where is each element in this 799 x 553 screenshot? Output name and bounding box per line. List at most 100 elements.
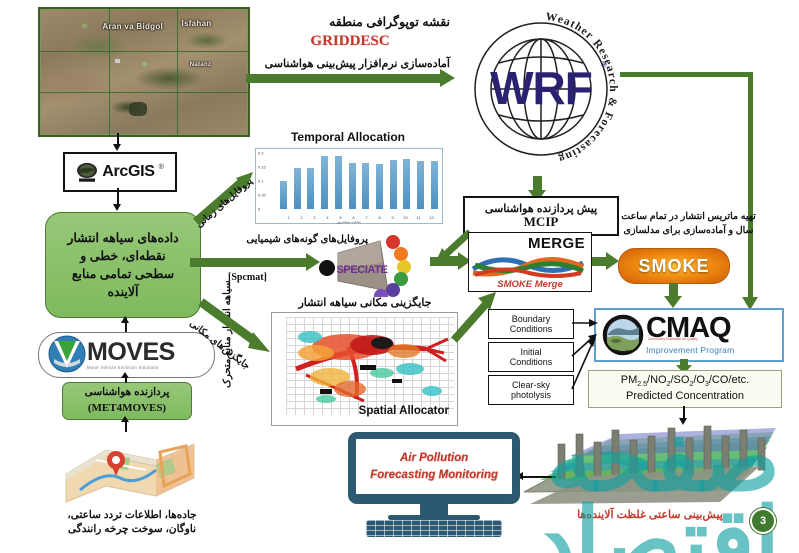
arrow-wrf-to-mcip: [533, 176, 542, 192]
chart-x-tick: 6: [352, 215, 355, 220]
arrow-conditions-to-cmaq: [570, 306, 600, 406]
cmaq-sub: Improvement Program: [646, 345, 735, 356]
map-place-label-0: Isfahan: [181, 19, 212, 29]
spcmat-label: [Spcmat]: [228, 272, 267, 283]
map-place-label-1: Aran va Bidgol: [102, 21, 164, 31]
cmaq-micro: Community Multiscale Air Quality: [648, 336, 698, 341]
boundary-conditions-line2: Conditions: [509, 324, 553, 334]
clearsky-photolysis-node[interactable]: Clear-sky photolysis: [488, 375, 574, 405]
chart-bar: [280, 181, 287, 209]
hourly-forecast-label: پیش‌بینی ساعتی غلظت آلاینده‌ها: [577, 509, 723, 521]
clearsky-line1: Clear-sky: [511, 379, 550, 390]
griddesc-title: نقشه توپوگرافی منطقه: [329, 15, 450, 29]
arrow-mapicon-to-met4moves-head: [121, 416, 129, 422]
chart-x-tick: 10: [403, 215, 408, 220]
cmaq-node[interactable]: CMAQ Community Multiscale Air Quality Im…: [594, 308, 784, 362]
arrow-moves-to-inventory-head: [121, 316, 129, 323]
chart-bar: [348, 162, 356, 209]
initial-conditions-line2: Conditions: [509, 357, 553, 367]
initial-conditions-line1: Initial: [520, 346, 542, 357]
moves-logo-icon: [48, 335, 86, 373]
pollutant-3d-visualization: [520, 418, 782, 518]
arrow-map-to-arcgis: [117, 133, 119, 146]
merge-node[interactable]: MERGE SMOKE Merge: [468, 232, 592, 292]
arrow-inventory-to-speciate-head: [306, 253, 320, 271]
chemical-species-profiles-label: پروفایل‌های گونه‌های شیمیایی: [246, 234, 368, 245]
predicted-line1: PM2.5/NO2/SO2/O3/CO/etc.: [620, 374, 750, 389]
spatial-allocation-label: جایگزینی مکانی سیاهه انتشار: [298, 297, 432, 309]
svg-text:WRF: WRF: [490, 62, 592, 114]
mcip-line1: پیش پردازنده هواشناسی: [484, 202, 598, 215]
chart-y-tick: 0.1: [258, 178, 264, 184]
mcip-node[interactable]: پیش پردازنده هواشناسی MCIP: [463, 196, 619, 236]
svg-text:SPECIATE: SPECIATE: [337, 264, 388, 276]
arrow-mapicon-to-met4moves: [125, 420, 127, 432]
globe-icon: [77, 162, 98, 182]
chart-title: Temporal Allocation: [290, 130, 405, 144]
chart-bar: [307, 168, 315, 209]
chart-bar: [430, 161, 438, 209]
topographic-satellite-map: Aran va Bidgol Isfahan Natanz: [38, 7, 250, 137]
boundary-conditions-line1: Boundary: [511, 313, 551, 324]
arrow-pm-to-viz: [683, 406, 685, 420]
chart-x-tick: 1: [287, 215, 290, 220]
chart-bar: [376, 164, 384, 209]
predicted-line2: Predicted Concentration: [625, 390, 744, 403]
chart-x-tick: 11: [416, 215, 421, 220]
chart-x-tick: 9: [391, 215, 394, 220]
road-data-label: جاده‌ها، اطلاعات تردد ساعتی، ناوگان، سوخ…: [67, 509, 197, 536]
clearsky-line2: photolysis: [510, 390, 552, 400]
arrow-viz-to-monitor: [522, 476, 556, 478]
spatial-allocator-node: Spatial Allocator: [271, 312, 458, 426]
smoke-label: SMOKE: [638, 255, 710, 276]
wrf-logo: Weather Research & Forecasting WRF ®: [455, 3, 627, 175]
monitor-screen: Air Pollution Forecasting Monitoring: [348, 432, 520, 504]
chart-bar: [362, 162, 370, 209]
merge-label: MERGE: [527, 235, 585, 252]
wrf-elbow-vertical: [748, 72, 753, 300]
emission-matrix-note: تهیه ماتریس انتشار در تمام ساعت سال و آم…: [621, 211, 756, 236]
arrow-met4moves-to-moves: [125, 377, 127, 383]
chart-x-tick: 3: [313, 215, 316, 220]
initial-conditions-node[interactable]: Initial Conditions: [488, 342, 574, 372]
arrow-map-to-wrf-head: [440, 69, 455, 87]
chart-x-tick: 7: [365, 215, 368, 220]
chart-x-tick: 12: [429, 215, 434, 220]
chart-bar: [293, 168, 301, 209]
arcgis-label: ArcGIS: [102, 163, 155, 181]
arrow-spatial-to-merge: [446, 288, 500, 346]
chart-bar: [334, 155, 342, 209]
arrow-merge-to-smoke-head: [606, 252, 619, 270]
monitor-line1: Air Pollution: [399, 452, 469, 464]
wrf-elbow-head: [742, 297, 758, 310]
cmaq-label: CMAQ: [646, 311, 732, 344]
arcgis-node[interactable]: ArcGIS ®: [63, 152, 177, 192]
speciate-node[interactable]: SPECIATE: [316, 235, 424, 303]
arrow-pm-to-viz-head: [679, 418, 687, 425]
monitor-node[interactable]: Air Pollution Forecasting Monitoring: [348, 432, 520, 538]
svg-text:®: ®: [601, 60, 607, 69]
chart-bar: [403, 158, 411, 209]
smoke-node[interactable]: SMOKE: [618, 248, 730, 284]
mcip-line2: MCIP: [523, 213, 559, 229]
chart-x-tick: 2: [300, 215, 303, 220]
road-map-icon: [60, 430, 200, 512]
chart-x-tick: 8: [378, 215, 381, 220]
emission-inventory-node[interactable]: داده‌های سیاهه انتشار نقطه‌ای، خطی و سطح…: [45, 212, 201, 318]
boundary-conditions-node[interactable]: Boundary Conditions: [488, 309, 574, 339]
monitor-line2: Forecasting Monitoring: [370, 469, 498, 481]
moves-sub: Motor Vehicle Emission Simulator: [87, 365, 159, 370]
chart-x-tick: 4: [326, 215, 329, 220]
monitor-stand-base: [388, 515, 480, 520]
map-place-label-2: Natanz: [189, 61, 212, 68]
met4moves-line2: (MET4MOVES): [87, 401, 167, 414]
arrow-merge-to-smoke: [592, 257, 610, 266]
chart-y-tick: 0: [258, 206, 261, 212]
arrow-met4moves-to-moves-head: [121, 372, 129, 378]
chart-x-axis-label: ساعت شبانه‌روز: [336, 220, 362, 224]
met4moves-node[interactable]: پردازنده هواشناسی (MET4MOVES): [62, 382, 192, 420]
arrow-arcgis-to-inventory: [117, 188, 119, 206]
arrow-inventory-to-chart: [190, 170, 260, 228]
